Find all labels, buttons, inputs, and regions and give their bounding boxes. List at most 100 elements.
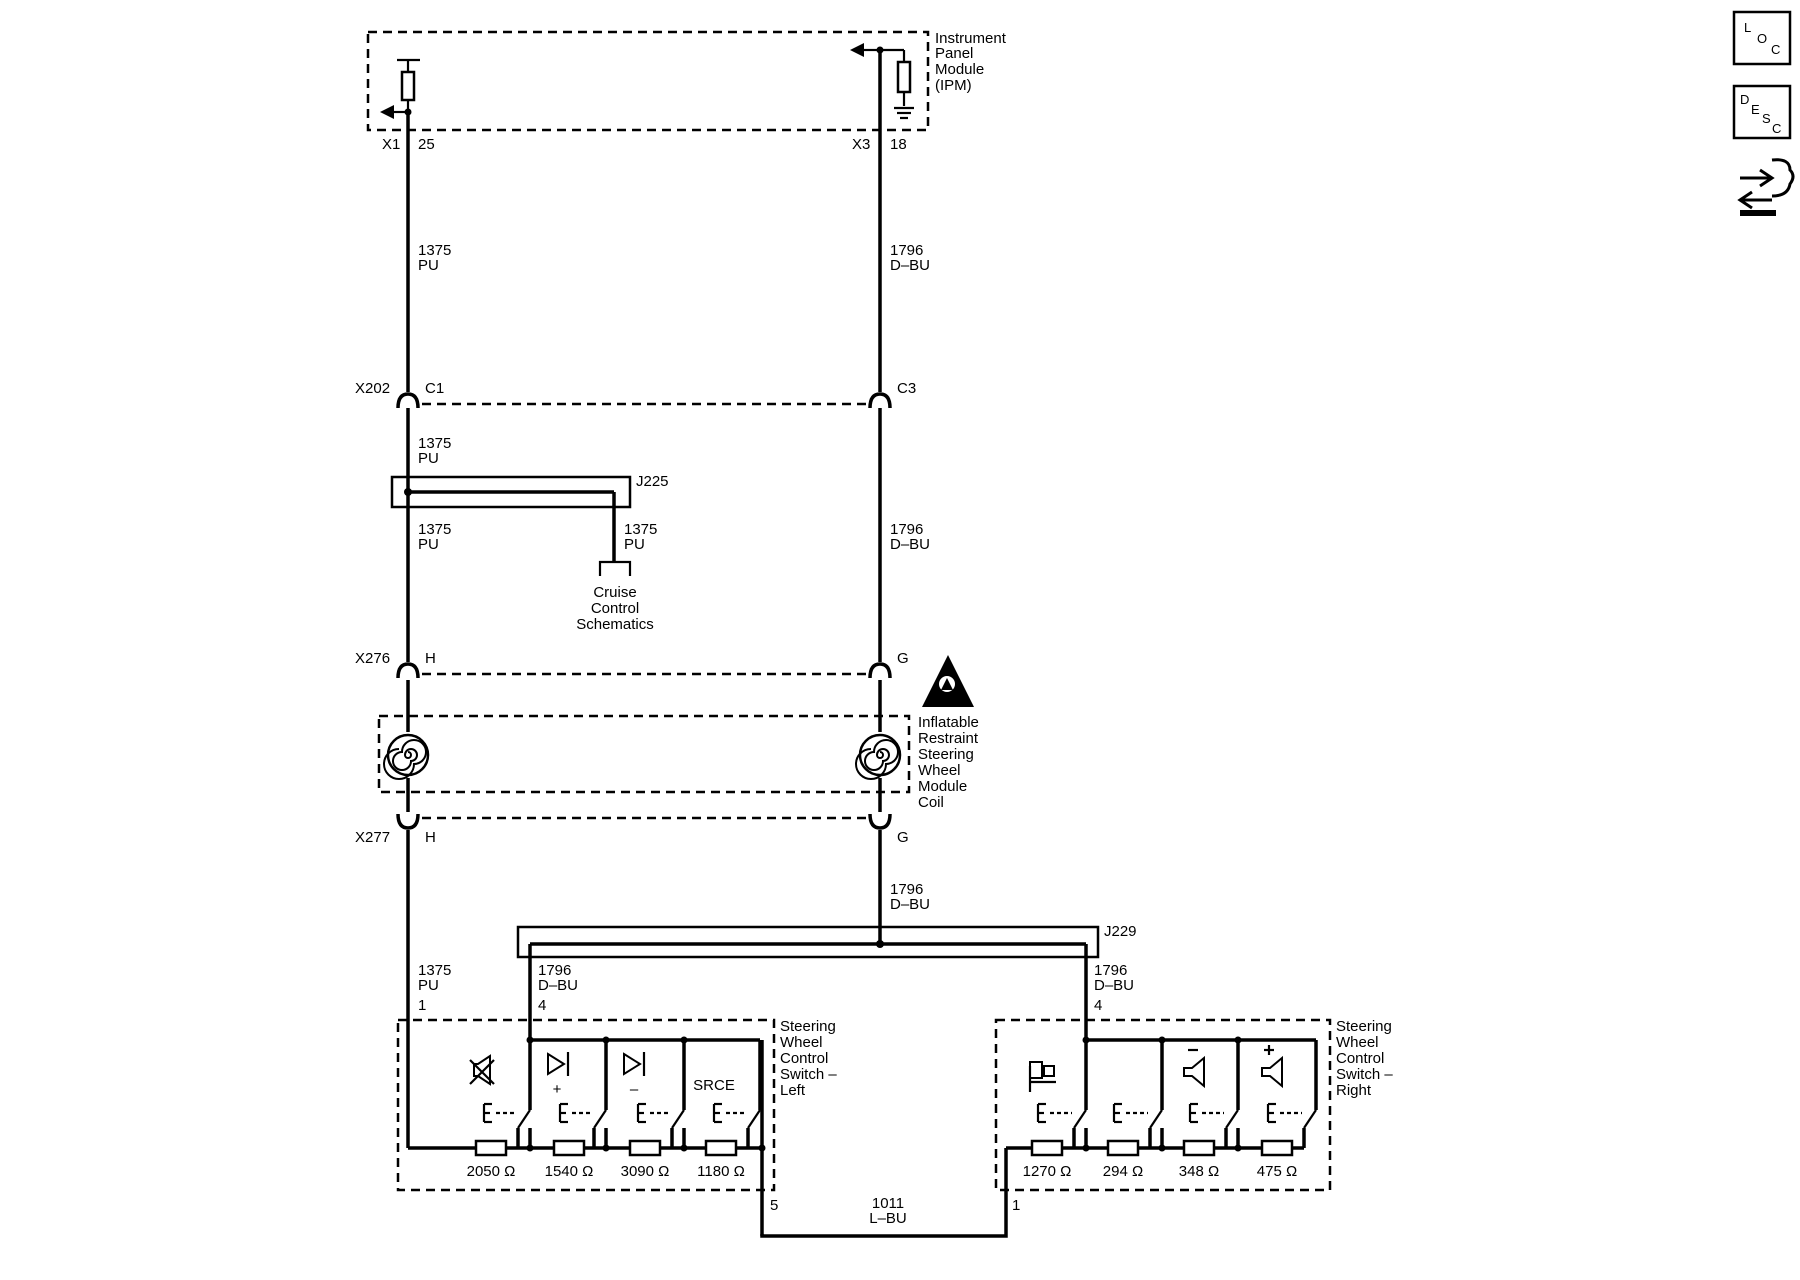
ipm-label-2: Panel — [935, 45, 973, 62]
volume-down-switch — [1188, 1102, 1239, 1129]
phone-icon — [1028, 1061, 1056, 1092]
wire-label-color: L–BU — [869, 1210, 907, 1227]
cruise-label-1: Cruise — [593, 584, 636, 601]
swr-label-4: Switch – — [1336, 1066, 1393, 1083]
swl-label-4: Switch – — [780, 1066, 837, 1083]
cruise-label-3: Schematics — [576, 616, 654, 633]
j225-splice — [390, 475, 632, 576]
resistor-label: 1270 Ω — [1023, 1163, 1072, 1180]
resistor-label: 1180 Ω — [697, 1163, 745, 1180]
source-switch — [712, 1102, 761, 1129]
resistor-label: 2050 Ω — [467, 1163, 516, 1180]
x277-connector — [396, 813, 892, 830]
coil-label-1: Inflatable — [918, 714, 979, 731]
wire-label-circuit: 1375 — [418, 435, 451, 452]
desc-icon[interactable]: D E S C — [1732, 84, 1792, 140]
x1-connector-label: X1 — [382, 136, 400, 153]
resistor-label: 3090 Ω — [621, 1163, 670, 1180]
j229-label: J229 — [1104, 923, 1137, 940]
wire-label-color: D–BU — [538, 977, 578, 994]
swr-label-2: Wheel — [1336, 1034, 1379, 1051]
j229-splice — [516, 925, 1100, 1040]
resistor-label: 294 Ω — [1103, 1163, 1143, 1180]
x3-pin-label: 18 — [890, 136, 907, 153]
seek-down-label: – — [630, 1081, 639, 1098]
coil-label-3: Steering — [918, 746, 974, 763]
mute-switch — [482, 1102, 531, 1129]
swr-label-5: Right — [1336, 1082, 1372, 1099]
coil-label-2: Restraint — [918, 730, 979, 747]
clockspring-icon — [855, 733, 902, 780]
wire-label-color: D–BU — [1094, 977, 1134, 994]
wire-label-circuit: 1796 — [890, 881, 923, 898]
swl-pin-1: 1 — [418, 997, 426, 1014]
wire-label-circuit: 1796 — [1094, 962, 1127, 979]
wire-label-color: PU — [418, 536, 439, 553]
wire-label-circuit: 1375 — [418, 242, 451, 259]
wire-label-circuit: 1011 — [872, 1195, 904, 1212]
swl-pin-5: 5 — [770, 1197, 778, 1214]
ipm-label-4: (IPM) — [935, 77, 972, 94]
loc-letter: C — [1771, 42, 1780, 57]
swr-label-1: Steering — [1336, 1018, 1392, 1035]
x276-h-pin: H — [425, 650, 436, 667]
wire-label-circuit: 1375 — [418, 962, 451, 979]
swl-pin-4: 4 — [538, 997, 546, 1014]
desc-letter: S — [1762, 111, 1771, 126]
seek-down-icon: – — [623, 1052, 646, 1098]
seek-up-label: + — [553, 1081, 562, 1098]
ground-icon — [894, 106, 914, 120]
wire-label-color: D–BU — [890, 536, 930, 553]
wire-label-circuit: 1796 — [890, 521, 923, 538]
coil-label-4: Wheel — [918, 762, 961, 779]
ipm-label-3: Module — [935, 61, 984, 78]
steering-wheel-control-switch-left: + – SRCE — [396, 1018, 776, 1234]
swl-label-3: Control — [780, 1050, 828, 1067]
x276-connector — [396, 662, 892, 679]
wire-label-circuit: 1375 — [624, 521, 657, 538]
clockspring-icon — [383, 733, 430, 780]
wire-label-color: D–BU — [890, 896, 930, 913]
x277-label: X277 — [355, 829, 390, 846]
wire-label-color: PU — [418, 450, 439, 467]
connector-end-view-icon[interactable] — [1737, 158, 1795, 216]
steering-wheel-coil — [377, 714, 911, 794]
ipm-module: Instrument Panel Module (IPM) — [366, 30, 1007, 132]
x276-label: X276 — [355, 650, 390, 667]
phone-switch — [1036, 1102, 1087, 1129]
source-label: SRCE — [693, 1077, 735, 1094]
volume-down-icon — [1183, 1048, 1205, 1089]
swl-label-5: Left — [780, 1082, 806, 1099]
c1-pin-label: C1 — [425, 380, 444, 397]
wire-label-circuit: 1375 — [418, 521, 451, 538]
wire-label-color: PU — [418, 977, 439, 994]
swr-pin-4: 4 — [1094, 997, 1102, 1014]
x202-label: X202 — [355, 380, 390, 397]
ipm-label-1: Instrument — [935, 30, 1007, 47]
desc-letter: E — [1751, 102, 1760, 117]
switch-2 — [1112, 1102, 1163, 1129]
coil-label-5: Module — [918, 778, 967, 795]
resistor-label: 1540 Ω — [545, 1163, 594, 1180]
wire-label-color: PU — [624, 536, 645, 553]
resistor-label: 475 Ω — [1257, 1163, 1297, 1180]
seek-up-icon: + — [547, 1052, 570, 1098]
c3-pin-label: C3 — [897, 380, 916, 397]
wire-label-color: PU — [418, 257, 439, 274]
swr-label-3: Control — [1336, 1050, 1384, 1067]
seek-up-switch — [558, 1102, 607, 1129]
desc-letter: C — [1772, 121, 1781, 136]
loc-letter: L — [1744, 20, 1751, 35]
loc-icon[interactable]: L O C — [1732, 10, 1792, 66]
x1-pin-label: 25 — [418, 136, 435, 153]
x202-connector — [396, 392, 892, 409]
cruise-label-2: Control — [591, 600, 639, 617]
mute-icon — [469, 1054, 495, 1086]
j225-label: J225 — [636, 473, 669, 490]
volume-up-icon — [1261, 1045, 1283, 1089]
volume-up-switch — [1266, 1102, 1317, 1129]
x277-g-pin: G — [897, 829, 909, 846]
cruise-control-reference[interactable]: Cruise Control Schematics — [576, 584, 654, 633]
airbag-warning-icon — [922, 655, 974, 707]
